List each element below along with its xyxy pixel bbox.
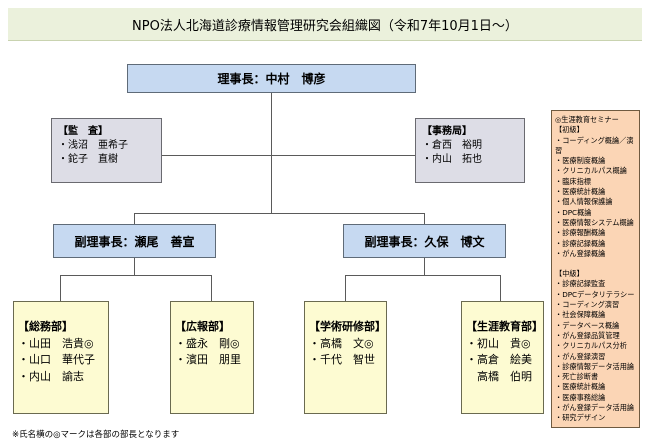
seminar-item: ・DPCデータリテラシー <box>555 289 635 299</box>
page-title: NPO法人北海道診療情報管理研究会組織図（令和7年10月1日～） <box>8 8 642 41</box>
seminar-item: ・クリニカルパス分析 <box>555 341 627 351</box>
dept-lifelong-education: 【生涯教育部】 ・初山 貴◎ ・高倉 絵美 高橋 伯明 <box>461 301 544 414</box>
dept-public-relations: 【広報部】 ・盛永 剛◎ ・濱田 朋里 <box>170 301 254 414</box>
line-dept3 <box>345 275 346 301</box>
dept-member: ・山田 浩貴◎ <box>18 336 94 350</box>
chairman-label: 理事長：中村 博彦 <box>217 72 326 86</box>
seminar-item: ・DPC概論 <box>555 207 592 217</box>
vice-chair-left-box: 副理事長：瀬尾 善宣 <box>53 224 216 258</box>
seminar-item: ・個人情報保護論 <box>555 197 613 207</box>
seminar-item: ・診療情報データ活用論 <box>555 361 635 371</box>
line-vice-bar <box>134 213 425 214</box>
seminar-item: ・臨床指標 <box>555 176 591 186</box>
dept-member: ・内山 諭志 <box>18 369 84 383</box>
line-vice-left <box>134 213 135 224</box>
line-secretariat <box>272 155 415 156</box>
line-vice-right <box>424 213 425 224</box>
dept-member: ・初山 貴◎ <box>466 336 531 350</box>
line-audit <box>162 155 271 156</box>
seminar-item: ・医療統計概論 <box>555 382 606 392</box>
seminar-spacer <box>555 259 639 269</box>
seminar-item: ・社会保障概論 <box>555 310 606 320</box>
dept-member: ・高橋 文◎ <box>309 336 374 350</box>
seminar-beginner-heading: 【初級】 <box>555 125 584 135</box>
line-chair-trunk <box>271 93 272 213</box>
dept-heading: 【広報部】 <box>175 320 230 333</box>
seminar-item: ・研究デザイン <box>555 413 606 423</box>
dept-member: ・山口 華代子 <box>18 353 95 366</box>
seminar-box: ◎生涯教育セミナー 【初級】 ・コーディング概論／演習 ・医療制度概論 ・クリニ… <box>551 110 640 428</box>
dept-member: ・高倉 絵美 <box>466 353 532 366</box>
auditors-box: 【監 査】 ・浅沼 亜希子 ・鉈子 直樹 <box>51 118 162 183</box>
auditor-member: ・浅沼 亜希子 <box>58 140 128 151</box>
line-dept4 <box>500 275 501 301</box>
seminar-heading: ◎生涯教育セミナー <box>555 115 619 124</box>
line-right-trunk <box>424 258 425 275</box>
secretariat-member: ・倉西 裕明 <box>422 140 482 151</box>
line-left-bar <box>60 275 212 276</box>
dept-heading: 【生涯教育部】 <box>466 320 543 333</box>
seminar-item: ・がん登録概論 <box>555 248 606 258</box>
seminar-item: ・診療記録監査 <box>555 279 606 289</box>
dept-member: ・濱田 朋里 <box>175 353 241 366</box>
dept-heading: 【学術研修部】 <box>309 320 386 333</box>
chairman-box: 理事長：中村 博彦 <box>127 64 416 93</box>
seminar-item: ・診療報酬概論 <box>555 228 606 238</box>
seminar-item: ・クリニカルパス概論 <box>555 166 627 176</box>
secretariat-member: ・内山 拓也 <box>422 154 482 165</box>
seminar-item: ・がん登録演習 <box>555 351 606 361</box>
seminar-item: ・データベース概論 <box>555 320 620 330</box>
auditors-heading: 【監 査】 <box>58 126 108 137</box>
line-right-bar <box>345 275 501 276</box>
dept-member: ・盛永 剛◎ <box>175 336 240 350</box>
line-left-trunk <box>134 258 135 275</box>
seminar-intermediate-heading: 【中級】 <box>555 269 584 279</box>
auditor-member: ・鉈子 直樹 <box>58 154 118 165</box>
seminar-item: ・コーディング概論／演習 <box>555 135 634 155</box>
footnote: ※氏名横の◎マークは各部の部長となります <box>12 430 180 440</box>
dept-heading: 【総務部】 <box>18 320 73 333</box>
line-dept2 <box>211 275 212 301</box>
seminar-item: ・医療情報システム概論 <box>555 217 634 227</box>
vice-chair-right-box: 副理事長：久保 博文 <box>343 224 506 258</box>
seminar-item: ・コーディング演習 <box>555 300 620 310</box>
seminar-item: ・医療統計概論 <box>555 187 606 197</box>
line-dept1 <box>60 275 61 301</box>
dept-member: ・千代 智世 <box>309 353 375 366</box>
seminar-item: ・死亡診断書 <box>555 372 599 382</box>
seminar-item: ・医療制度概論 <box>555 156 606 166</box>
dept-academic-training: 【学術研修部】 ・高橋 文◎ ・千代 智世 <box>304 301 387 414</box>
seminar-item: ・がん登録データ活用論 <box>555 403 635 413</box>
secretariat-heading: 【事務局】 <box>422 126 472 137</box>
dept-general-affairs: 【総務部】 ・山田 浩貴◎ ・山口 華代子 ・内山 諭志 <box>13 301 109 414</box>
vice-chair-right-label: 副理事長：久保 博文 <box>364 234 485 249</box>
vice-chair-left-label: 副理事長：瀬尾 善宣 <box>74 234 195 249</box>
seminar-item: ・医療事務総論 <box>555 392 606 402</box>
secretariat-box: 【事務局】 ・倉西 裕明 ・内山 拓也 <box>415 118 525 183</box>
seminar-item: ・がん登録品質管理 <box>555 330 620 340</box>
seminar-item: ・診療記録概論 <box>555 238 606 248</box>
dept-member: 高橋 伯明 <box>466 369 532 383</box>
